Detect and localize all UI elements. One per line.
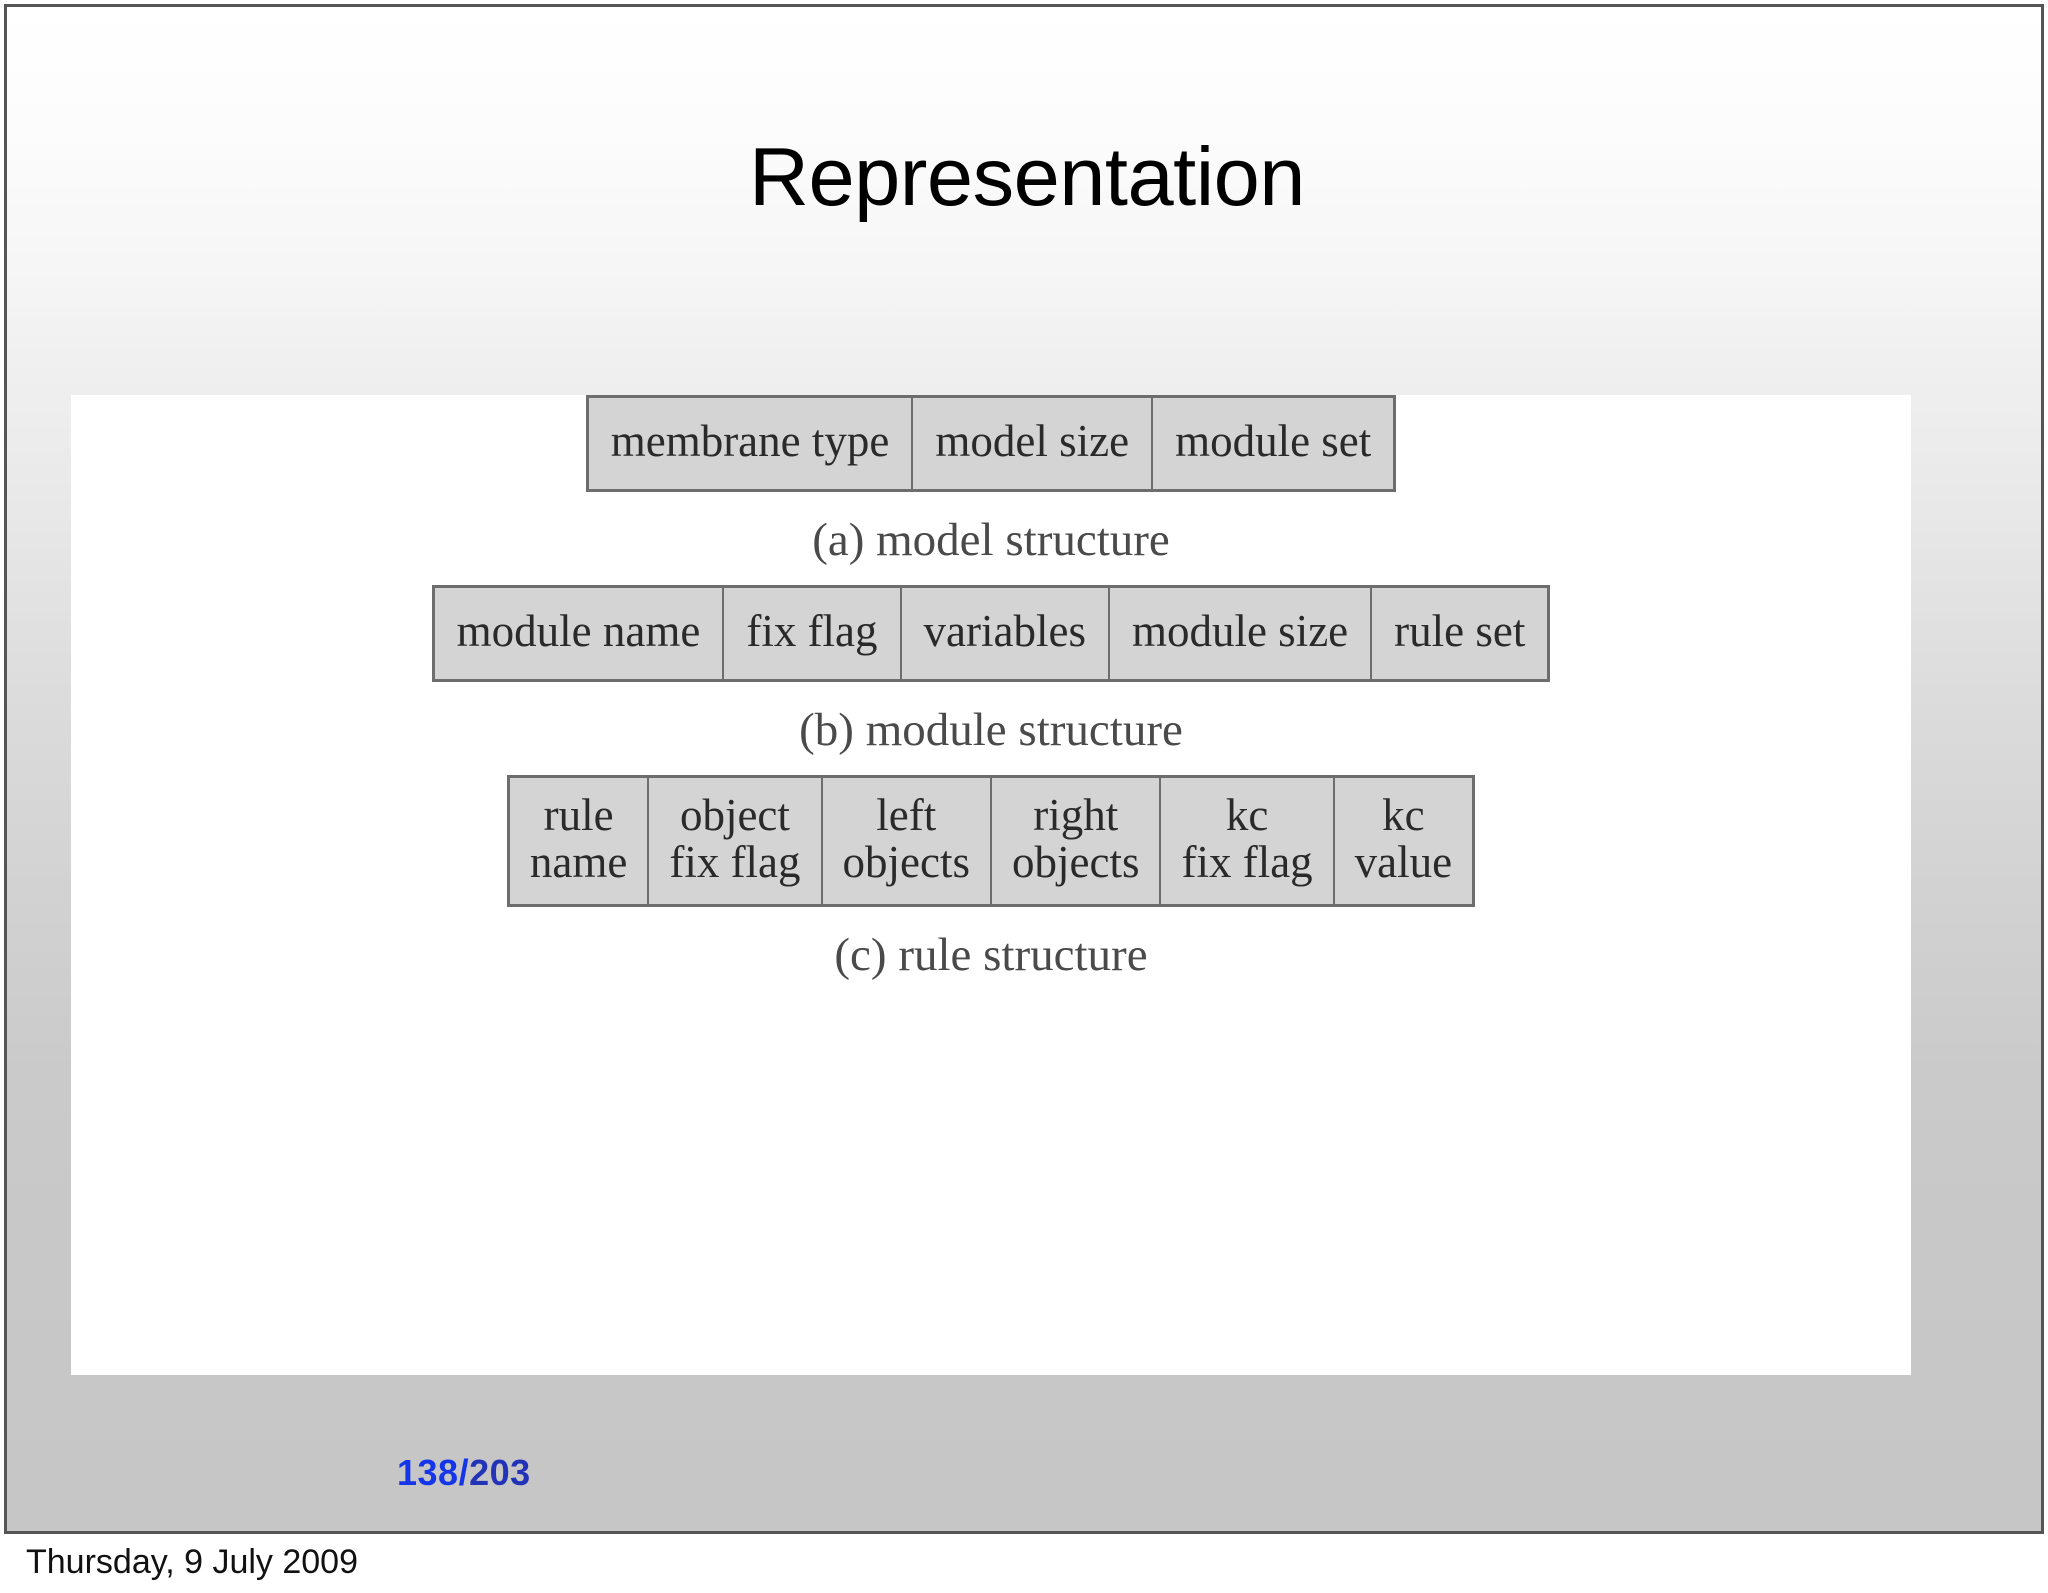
table-row: rule name object fix flag left objects r… [509, 778, 1473, 904]
rule-structure-table: rule name object fix flag left objects r… [506, 775, 1476, 907]
cell-line: kc [1382, 790, 1425, 840]
cell-line: membrane type [610, 416, 890, 466]
module-structure-table: module name fix flag variables module si… [431, 585, 1551, 682]
cell-line: kc [1225, 790, 1269, 840]
cell-line: rule set [1394, 606, 1526, 656]
model-structure-table: membrane type model size module set [585, 395, 1397, 492]
page-title: Representation [749, 130, 1305, 223]
cell-kc-value: kc value [1332, 778, 1473, 904]
rule-structure-block: rule name object fix flag left objects r… [71, 775, 1911, 979]
cell-rule-name: rule name [509, 778, 650, 904]
figure-panel: membrane type model size module set (a) … [71, 395, 1911, 1375]
cell-line: module set [1175, 416, 1372, 466]
cell-module-size: module size [1107, 588, 1373, 679]
caption-module-structure: (b) module structure [799, 703, 1183, 756]
caption-rule-structure: (c) rule structure [834, 928, 1148, 981]
cell-kc-fix-flag: kc fix flag [1159, 778, 1335, 904]
cell-model-size: model size [911, 398, 1154, 489]
cell-object-fix-flag: object fix flag [647, 778, 823, 904]
cell-line: fix flag [746, 606, 878, 656]
cell-line: module name [456, 606, 701, 656]
cell-module-name: module name [434, 588, 725, 679]
page-counter-current: 138 [397, 1452, 459, 1493]
page-counter-separator: / [458, 1452, 470, 1493]
page-counter: 138/203 [397, 1455, 531, 1491]
cell-variables: variables [899, 588, 1110, 679]
caption-model-structure: (a) model structure [812, 513, 1170, 566]
cell-line: rule [543, 790, 614, 840]
cell-membrane-type: membrane type [588, 398, 914, 489]
cell-right-objects: right objects [989, 778, 1162, 904]
cell-line: left [876, 790, 937, 840]
module-structure-block: module name fix flag variables module si… [71, 585, 1911, 754]
cell-line: fix flag [1181, 836, 1313, 887]
cell-line: object [679, 790, 790, 840]
cell-line: value [1354, 836, 1453, 887]
cell-left-objects: left objects [820, 778, 993, 904]
cell-line: model size [935, 416, 1130, 466]
cell-line: right [1033, 790, 1119, 840]
page-counter-total: 203 [469, 1452, 531, 1493]
cell-line: objects [1012, 836, 1140, 887]
cell-rule-set: rule set [1370, 588, 1548, 679]
cell-line: module size [1131, 606, 1349, 656]
cell-line: objects [842, 836, 970, 887]
cell-module-set: module set [1151, 398, 1394, 489]
cell-line: name [529, 836, 628, 887]
cell-line: variables [923, 606, 1086, 656]
cell-fix-flag: fix flag [722, 588, 902, 679]
slide-frame: Representation membrane type model size … [4, 4, 2044, 1534]
footer-date: Thursday, 9 July 2009 [26, 1543, 358, 1581]
table-row: module name fix flag variables module si… [434, 588, 1548, 679]
cell-line: fix flag [669, 836, 801, 887]
table-row: membrane type model size module set [588, 398, 1394, 489]
model-structure-block: membrane type model size module set (a) … [71, 395, 1911, 564]
